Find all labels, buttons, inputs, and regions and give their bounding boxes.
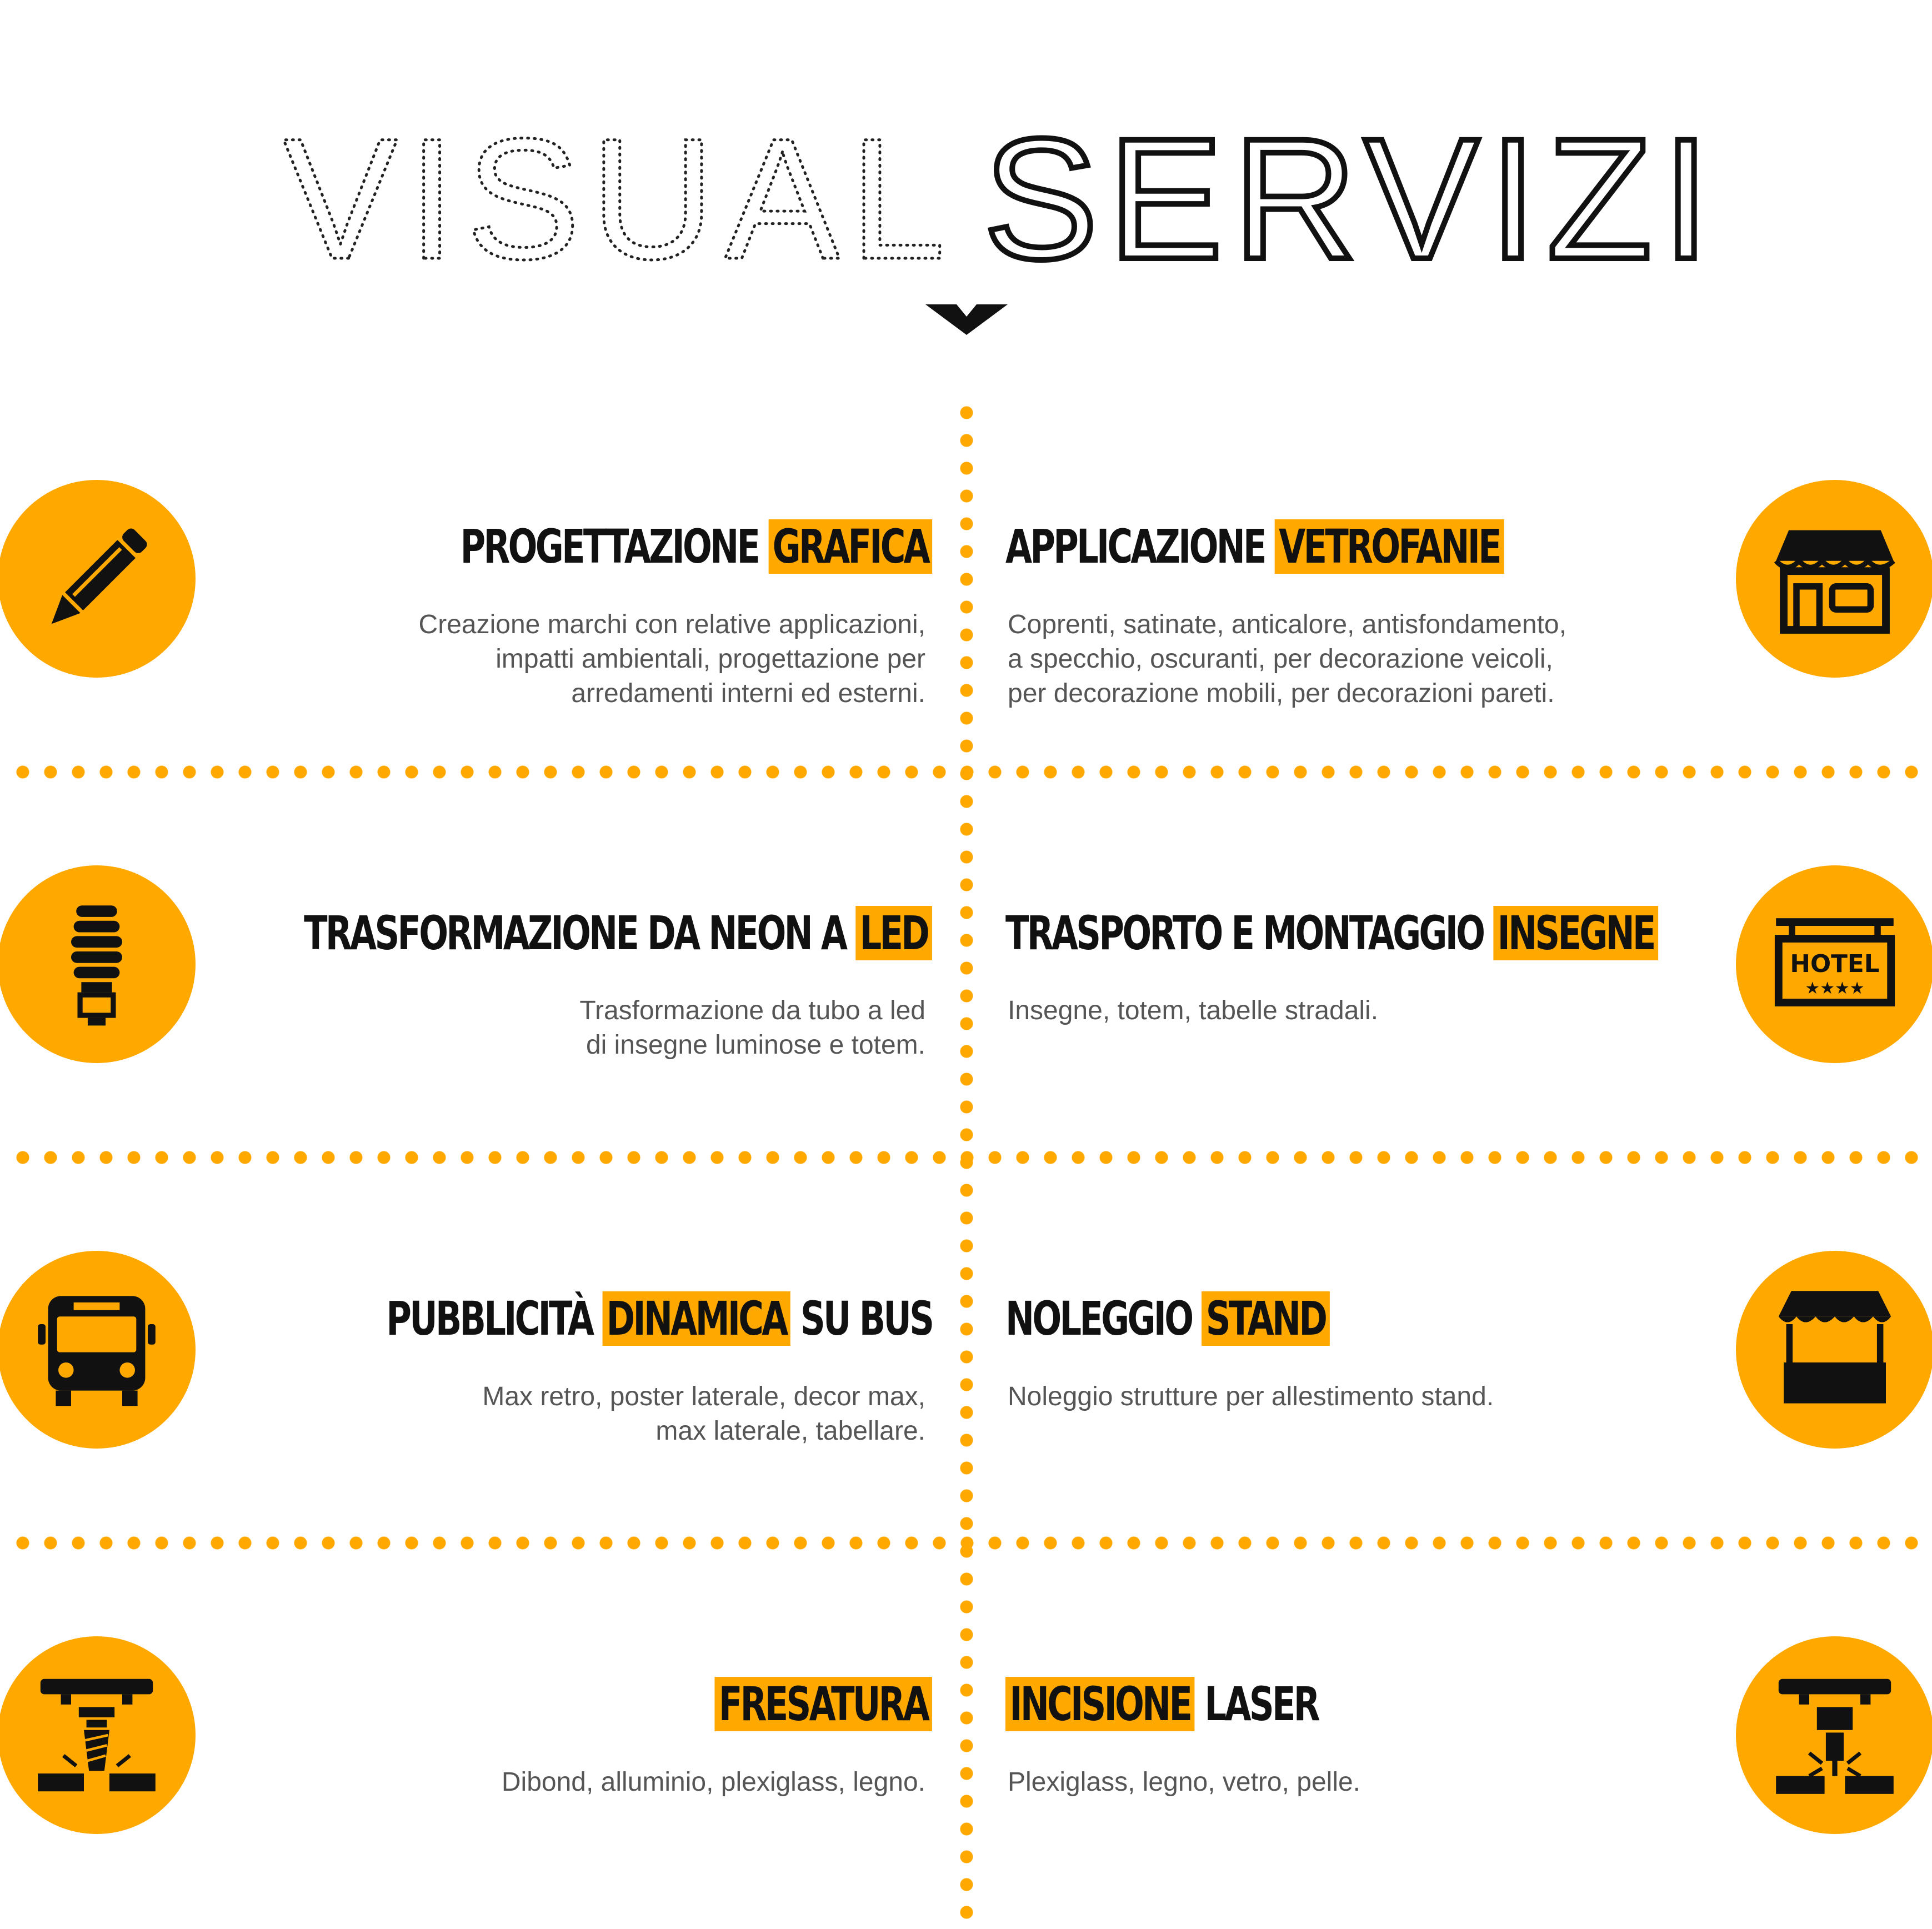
- service-icon-circle: [0, 865, 196, 1063]
- service-heading: INCISIONE LASER: [1005, 1675, 1320, 1733]
- title-word-visual: VISUAL: [283, 114, 955, 280]
- service-heading: NOLEGGIO STAND: [1005, 1290, 1330, 1347]
- pencil-icon: [51, 528, 147, 624]
- service-icon-circle: [1736, 1251, 1932, 1449]
- milling-machine-icon: [38, 1679, 156, 1792]
- service-heading: TRASFORMAZIONE DA NEON A LED: [304, 904, 932, 962]
- hotel-sign-icon: HOTEL ★★★★: [1774, 918, 1895, 1006]
- service-description: Dibond, alluminio, plexiglass, legno.: [501, 1767, 925, 1797]
- service-heading: PUBBLICITÀ DINAMICA SU BUS: [386, 1291, 934, 1346]
- service-description: Coprenti, satinate, anticalore, antisfon…: [1008, 610, 1566, 708]
- service-icon-circle: HOTEL ★★★★: [1736, 865, 1932, 1063]
- chevron-down-icon: [925, 304, 1008, 335]
- service-icon-circle: [1736, 480, 1932, 678]
- service-description: Noleggio strutture per allestimento stan…: [1008, 1382, 1494, 1411]
- horizontal-dotted-divider: [9, 1148, 1923, 1167]
- service-description: Max retro, poster laterale, decor max,ma…: [482, 1382, 925, 1446]
- page-title: VISUAL SERVIZI: [0, 99, 1932, 298]
- service-heading: APPLICAZIONE VETROFANIE: [1005, 518, 1504, 575]
- svg-text:★★★★: ★★★★: [1805, 979, 1864, 998]
- service-icon-circle: [0, 1636, 196, 1834]
- service-icon-circle: [0, 480, 196, 678]
- horizontal-dotted-divider: [9, 763, 1923, 781]
- svg-text:HOTEL: HOTEL: [1790, 950, 1879, 978]
- service-heading: FRESATURA: [714, 1675, 932, 1733]
- bus-icon: [38, 1296, 156, 1406]
- service-icon-circle: [0, 1251, 196, 1449]
- service-description: Plexiglass, legno, vetro, pelle.: [1008, 1767, 1361, 1797]
- service-heading: TRASPORTO E MONTAGGIO INSEGNE: [1005, 904, 1659, 962]
- service-description: Creazione marchi con relative applicazio…: [418, 610, 925, 708]
- service-icon-circle: [1736, 1636, 1932, 1834]
- service-description: Insegne, totem, tabelle stradali.: [1008, 996, 1379, 1025]
- shop-icon: [1774, 530, 1895, 634]
- light-bulb-icon: [71, 905, 122, 1026]
- laser-engraver-icon: [1776, 1679, 1894, 1794]
- service-heading: PROGETTAZIONE GRAFICA: [460, 518, 932, 575]
- stand-icon: [1778, 1291, 1891, 1404]
- horizontal-dotted-divider: [9, 1534, 1923, 1552]
- title-word-servizi: SERVIZI: [983, 114, 1720, 280]
